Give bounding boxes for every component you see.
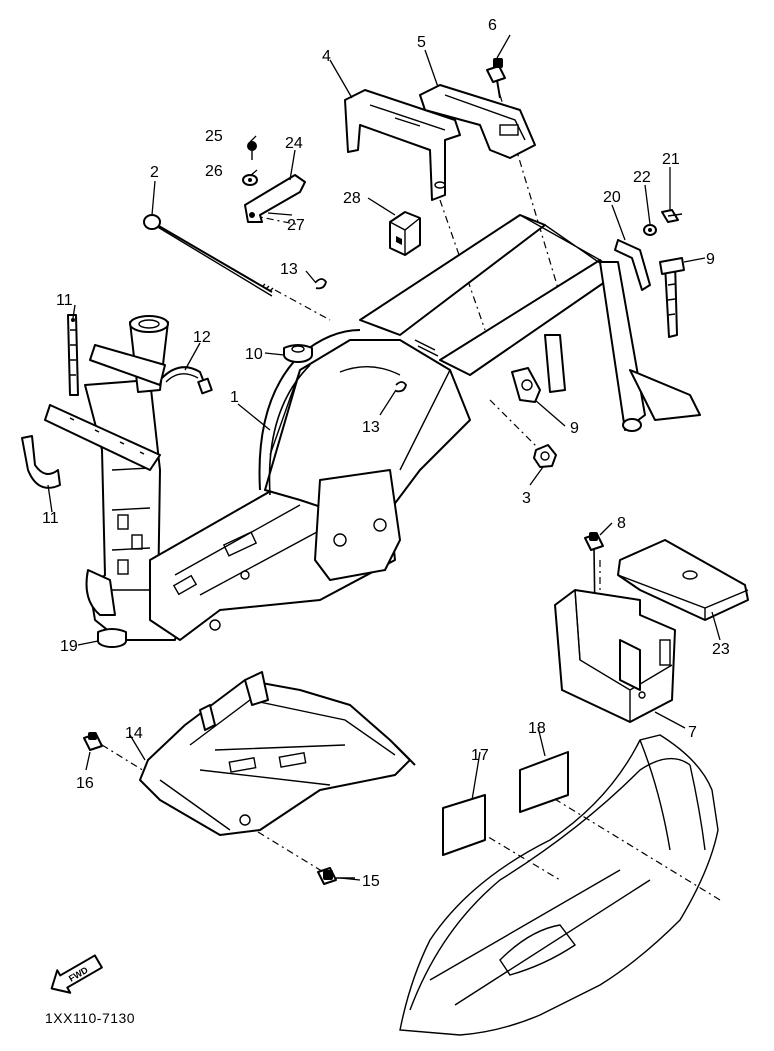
part-10-grommet (283, 344, 313, 363)
callout-26: 26 (205, 163, 223, 180)
callout-20: 20 (603, 189, 621, 206)
part-12-band (161, 366, 213, 395)
callout-2: 2 (150, 164, 159, 181)
part-callouts: 1 2 3 4 5 6 7 8 9 9 10 11 11 12 13 13 14… (42, 17, 730, 890)
callout-4: 4 (322, 48, 331, 65)
callout-27: 27 (287, 217, 305, 234)
callout-10: 10 (245, 346, 263, 363)
callout-21: 21 (662, 151, 680, 168)
part-5-cover-plate (419, 84, 536, 159)
part-13-clip-upper (315, 278, 327, 290)
part-16-bolt (83, 732, 103, 751)
callout-11-upper: 11 (56, 292, 73, 309)
part-7-battery-box (554, 589, 676, 723)
part-1-main-frame (44, 214, 701, 641)
callout-6: 6 (488, 17, 497, 34)
part-18-label (519, 751, 569, 813)
part-9-band-upper (659, 257, 685, 338)
callout-9-lower: 9 (570, 420, 579, 437)
callout-24: 24 (285, 135, 303, 152)
part-20-stay (614, 239, 651, 291)
part-17-label (442, 794, 486, 856)
callout-9-upper: 9 (706, 251, 715, 268)
part-14-under-cover (139, 671, 416, 836)
part-2-rod (143, 214, 274, 297)
part-11-hook-lower (21, 435, 61, 489)
callout-25: 25 (205, 128, 223, 145)
part-21-bolt (661, 209, 683, 223)
callout-18: 18 (528, 720, 546, 737)
callout-13-lower: 13 (362, 419, 380, 436)
callout-5: 5 (417, 34, 426, 51)
callout-19: 19 (60, 638, 78, 655)
part-11-clamp-upper (67, 314, 79, 396)
part-23-battery-cover (617, 539, 749, 621)
part-9-holder-lower (511, 367, 541, 403)
part-15-bolt (317, 867, 355, 885)
fwd-arrow-icon: FWD (50, 954, 103, 994)
part-28-relay (389, 211, 421, 256)
callout-12: 12 (193, 329, 211, 346)
callout-16: 16 (76, 775, 94, 792)
part-26-washer (242, 174, 258, 186)
callout-15: 15 (362, 873, 380, 890)
callout-17: 17 (471, 747, 489, 764)
part-22-nut (643, 224, 657, 236)
body-panel-outline (399, 734, 719, 1036)
callout-3: 3 (522, 490, 531, 507)
part-19-rubber-mount (97, 628, 127, 648)
part-6-bolt (486, 58, 506, 99)
callout-23: 23 (712, 641, 730, 658)
part-24-small-bracket (244, 174, 306, 223)
diagram-code: 1XX110-7130 (45, 1010, 135, 1026)
callout-22: 22 (633, 169, 651, 186)
part-3-nut (533, 444, 557, 468)
leader-lines (47, 34, 721, 881)
callout-11-lower: 11 (42, 510, 59, 527)
callout-1: 1 (230, 389, 239, 406)
callout-8: 8 (617, 515, 626, 532)
callout-28: 28 (343, 190, 361, 207)
callout-7: 7 (688, 724, 697, 741)
part-13-clip-lower (395, 381, 407, 393)
callout-13-upper: 13 (280, 261, 298, 278)
callout-14: 14 (125, 725, 143, 742)
part-25-screw (247, 141, 257, 160)
